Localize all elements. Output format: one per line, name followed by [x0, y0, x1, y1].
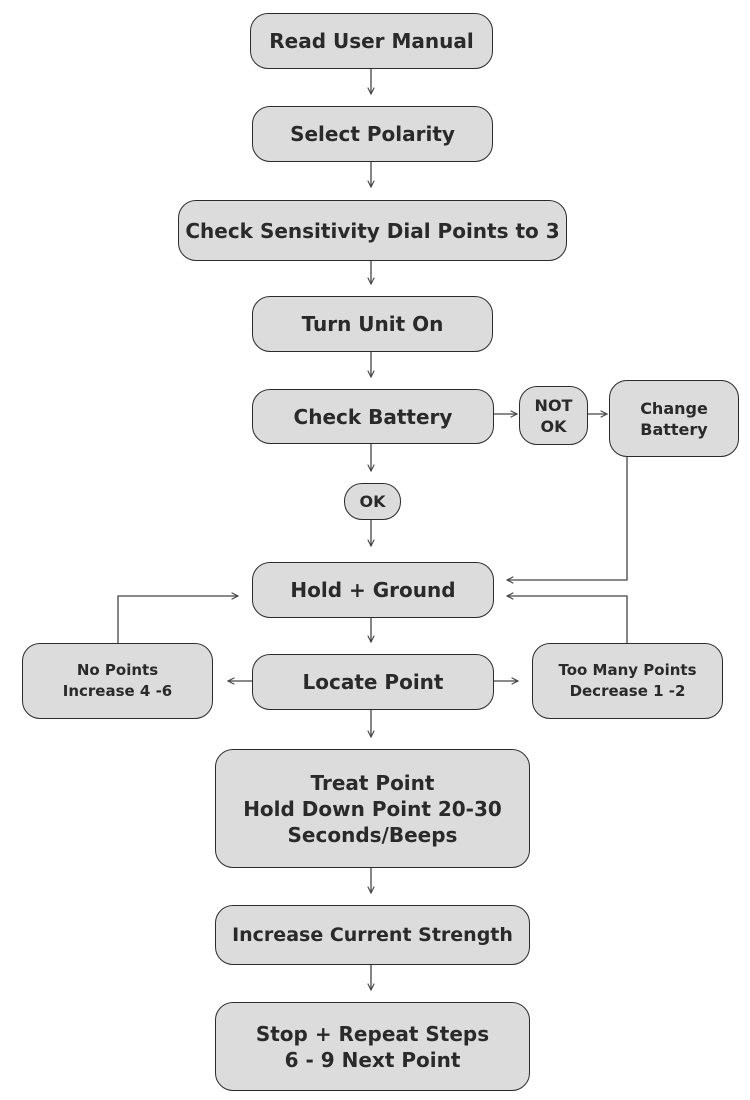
step-label: Locate Point	[302, 670, 444, 694]
step-label: Check Sensitivity Dial Points to 3	[185, 218, 560, 243]
branch-label-line-2: Increase 4 -6	[62, 682, 173, 700]
connector-no-points-to-hold-ground	[117, 596, 238, 643]
step-label: Read User Manual	[269, 29, 474, 53]
branch-label-line-1: No Points	[76, 661, 159, 679]
step-label-line-1: Change	[640, 398, 708, 418]
step-turn-unit-on: Turn Unit On	[252, 296, 493, 352]
step-label-line-3: Seconds/Beeps	[287, 822, 458, 847]
branch-no-points: No Points Increase 4 -6	[22, 643, 213, 719]
step-label-line-2: Hold Down Point 20-30	[243, 796, 502, 821]
decision-label-line-2: OK	[540, 416, 567, 436]
branch-label-line-1: Too Many Points	[558, 661, 697, 679]
step-select-polarity: Select Polarity	[252, 106, 493, 162]
step-hold-ground: Hold + Ground	[252, 562, 494, 618]
connector-too-many-points-to-hold-ground	[507, 596, 628, 643]
step-stop-repeat: Stop + Repeat Steps 6 - 9 Next Point	[215, 1002, 530, 1091]
step-check-sensitivity: Check Sensitivity Dial Points to 3	[178, 200, 567, 261]
step-change-battery: Change Battery	[609, 380, 739, 457]
branch-label-line-2: Decrease 1 -2	[569, 682, 686, 700]
step-label-line-1: Treat Point	[310, 770, 435, 795]
step-label-line-2: 6 - 9 Next Point	[284, 1047, 461, 1072]
decision-ok: OK	[344, 483, 401, 520]
decision-label-line-1: NOT	[534, 395, 573, 415]
step-increase-current-strength: Increase Current Strength	[215, 905, 530, 965]
branch-too-many-points: Too Many Points Decrease 1 -2	[532, 643, 723, 719]
step-locate-point: Locate Point	[252, 654, 494, 710]
step-treat-point: Treat Point Hold Down Point 20-30 Second…	[215, 749, 530, 868]
step-label: Select Polarity	[290, 122, 455, 146]
step-label: Hold + Ground	[290, 578, 456, 602]
step-label: Turn Unit On	[301, 312, 444, 336]
step-label: Increase Current Strength	[232, 924, 513, 946]
step-read-user-manual: Read User Manual	[250, 13, 493, 69]
step-label: Check Battery	[293, 404, 453, 429]
step-label-line-1: Stop + Repeat Steps	[255, 1021, 490, 1046]
decision-not-ok: NOT OK	[519, 386, 588, 445]
connector-change-battery-to-hold-ground	[507, 457, 628, 580]
step-check-battery: Check Battery	[252, 389, 494, 444]
step-label-line-2: Battery	[640, 419, 708, 439]
decision-label: OK	[359, 492, 386, 511]
